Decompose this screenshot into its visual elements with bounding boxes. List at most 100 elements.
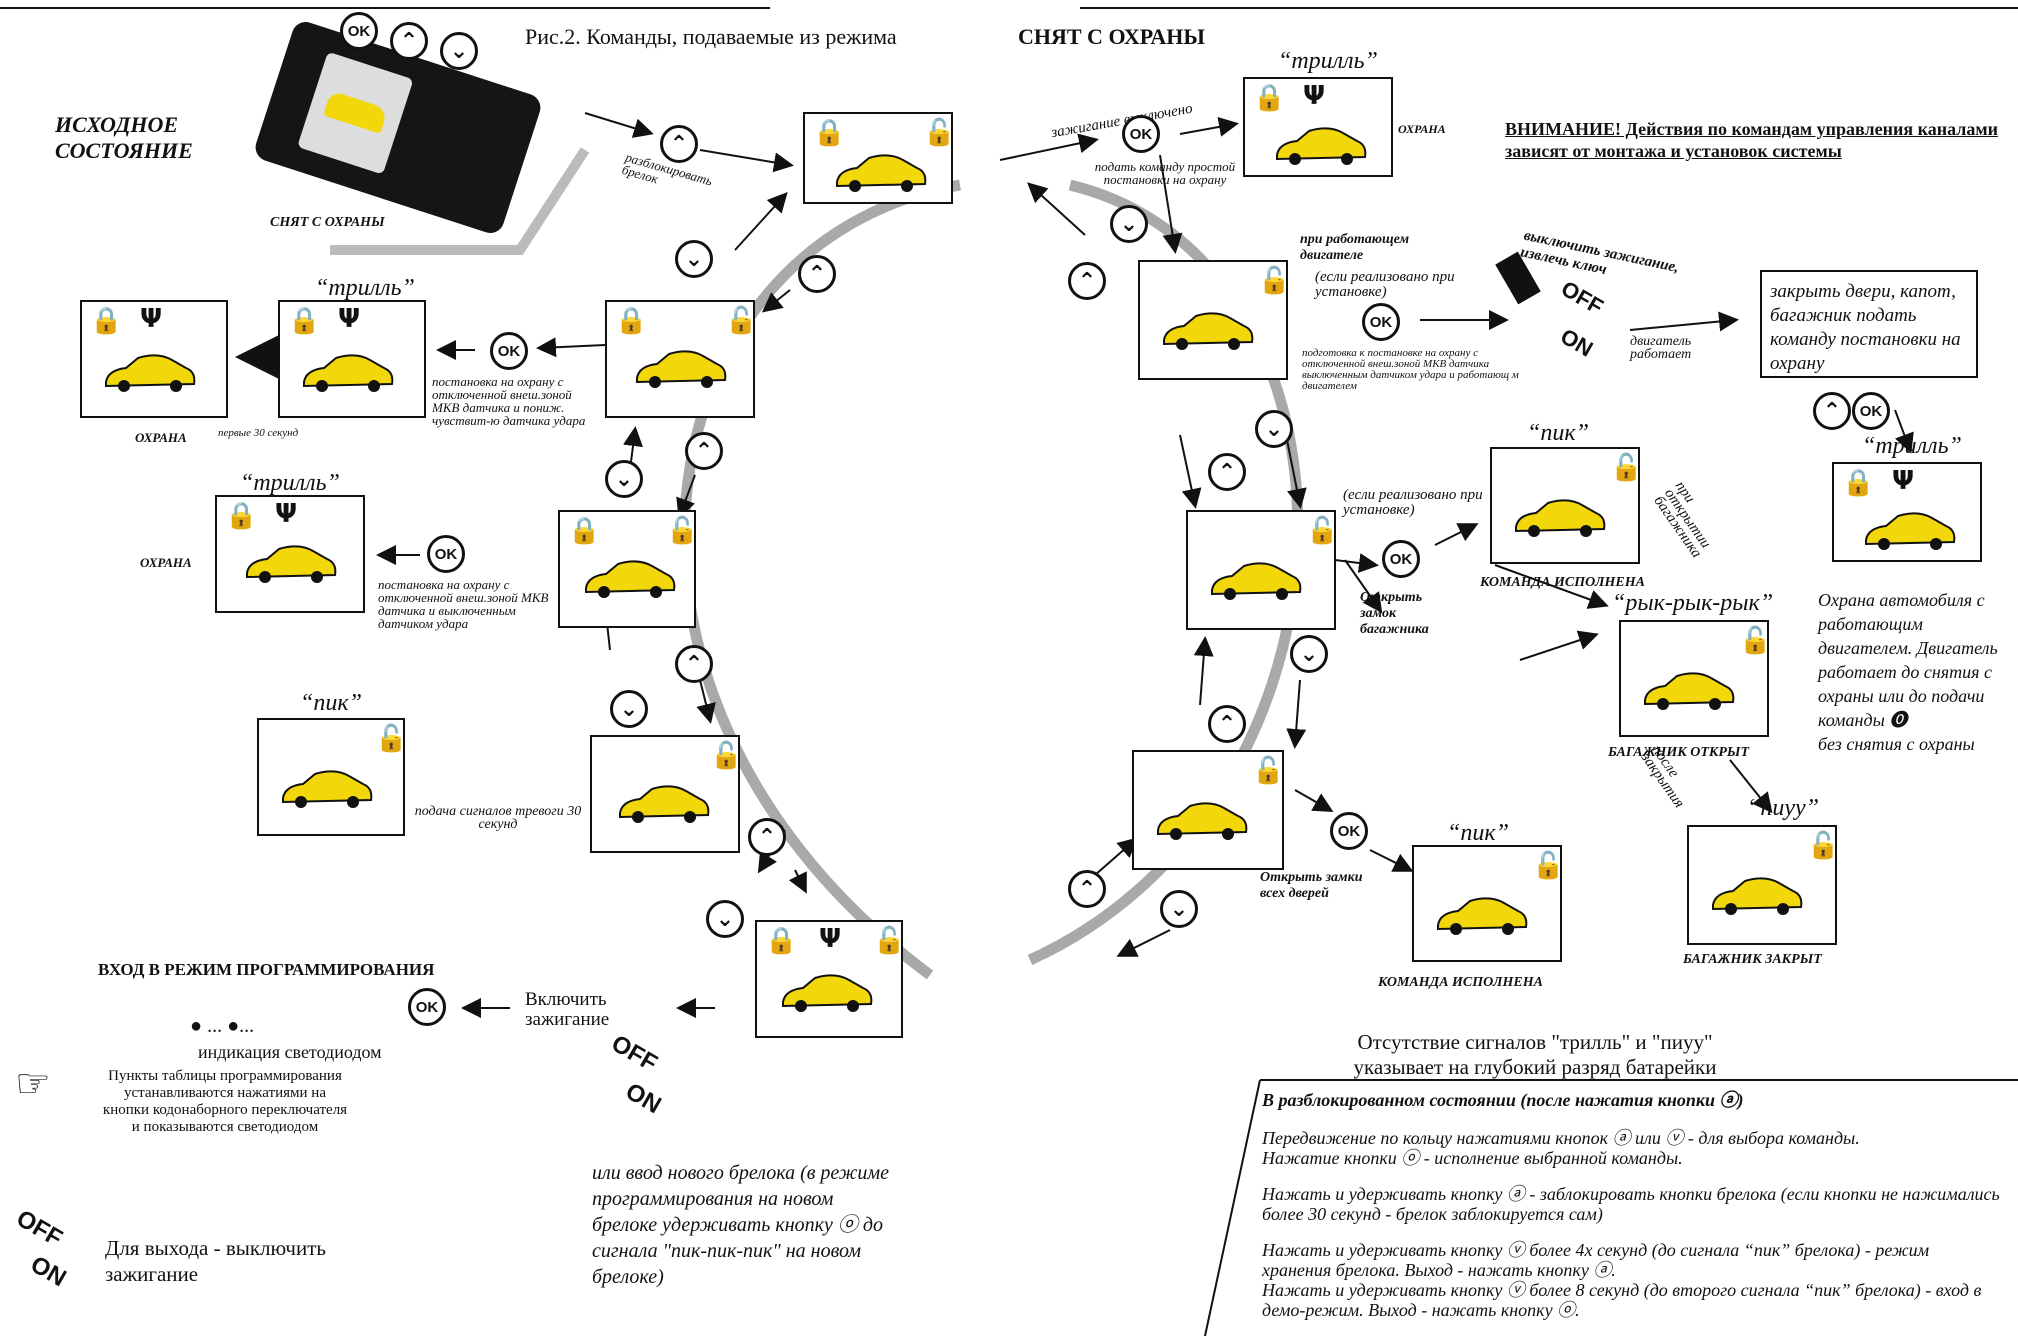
- arm-reduced-ok-button[interactable]: OK: [490, 332, 528, 370]
- lock-flash-icon: 🔒: [765, 926, 798, 956]
- ring-down-button-l2[interactable]: ⌄: [605, 460, 643, 498]
- fob-up-button[interactable]: ⌃: [390, 22, 428, 60]
- car-icon: [1276, 127, 1367, 165]
- close-doors-box: закрыть двери, капот, багажник подать ко…: [1760, 270, 1978, 378]
- arm-disabled-label: постановка на охрану с отключенной внеш.…: [378, 577, 549, 631]
- ring-down-button-l1[interactable]: ⌄: [675, 240, 713, 278]
- arm-disabled-ok-button[interactable]: OK: [427, 535, 465, 573]
- fob-state-label: СНЯТ С ОХРАНЫ: [270, 215, 385, 230]
- ring-down-button-r3[interactable]: ⌄: [1290, 635, 1328, 673]
- doors-ok-button[interactable]: OK: [1330, 812, 1368, 850]
- ring-up-button-r4[interactable]: ⌃: [1068, 870, 1106, 908]
- lock-icon: 🔒: [1253, 83, 1286, 113]
- car-icon: [1157, 802, 1248, 840]
- screen-cmd-done-doors: 🔓: [1412, 845, 1564, 962]
- ring-down-button-l3[interactable]: ⌄: [610, 690, 648, 728]
- fob-ok-button[interactable]: OK: [340, 12, 378, 50]
- screen-doors-cmd: 🔓: [1132, 750, 1284, 870]
- open-trunk-label: Открыть замок багажника: [1360, 590, 1429, 637]
- if-impl-label-2: (если реализовано при установке): [1343, 487, 1483, 518]
- unlock-icon: 🔓: [375, 724, 408, 754]
- if-impl-label-1: (если реализовано при установке): [1315, 269, 1455, 300]
- guard-running-buttons: ⓿: [1889, 710, 1908, 730]
- car-icon: [1644, 672, 1735, 710]
- exit-label: Для выхода - выключить зажигание: [105, 1236, 326, 1286]
- unlock-icon: 🔓: [923, 118, 956, 148]
- screen-trunk-closed: 🔓: [1687, 825, 1840, 945]
- guard-running-label: Охрана автомобиля с работающим двигателе…: [1818, 590, 1998, 730]
- ring-down-button-r4[interactable]: ⌄: [1160, 890, 1198, 928]
- ign-on-label: Включить зажигание: [525, 989, 610, 1030]
- ring-down-button-l4[interactable]: ⌄: [706, 900, 744, 938]
- cmd-done-label-2: КОМАНДА ИСПОЛНЕНА: [1378, 975, 1543, 990]
- screen-panic: 🔓: [590, 735, 742, 853]
- note-0: В разблокированном состоянии (после нажа…: [1262, 1090, 1744, 1110]
- ring-up-button-l2[interactable]: ⌃: [685, 432, 723, 470]
- unlock-icon: 🔓: [1610, 453, 1643, 483]
- ring-up-button-r3[interactable]: ⌃: [1208, 705, 1246, 743]
- alarm30-label: подача сигналов тревоги 30 секунд: [414, 804, 582, 832]
- screen-guard-disabled: 🔒 Ψ: [215, 495, 365, 613]
- prog-ok-button[interactable]: OK: [408, 988, 446, 1026]
- ring-up-button-l1[interactable]: ⌃: [798, 255, 836, 293]
- ring-up-button-l4[interactable]: ⌃: [748, 818, 786, 856]
- car-icon: [303, 354, 394, 392]
- car-icon: [636, 350, 727, 388]
- ring-up-button-r1[interactable]: ⌃: [1068, 262, 1106, 300]
- antenna-icon: Ψ: [1892, 466, 1915, 496]
- simple-arm-ok-button[interactable]: OK: [1122, 115, 1160, 153]
- new-fob-label: или ввод нового брелока (в режиме програ…: [592, 1162, 890, 1236]
- antenna-icon: Ψ: [140, 304, 163, 334]
- antenna-icon: Ψ: [819, 924, 842, 954]
- note-2: Нажатие кнопки ⓞ - исполнение выбранной …: [1262, 1148, 1683, 1168]
- engine-arm-ok-button[interactable]: OK: [1362, 303, 1400, 341]
- unlock-icon: 🔓: [1258, 266, 1291, 296]
- engine-guard-up-button[interactable]: ⌃: [1813, 392, 1851, 430]
- prog-items-label: Пункты таблицы программирования устанавл…: [102, 1068, 348, 1135]
- lock-icon: 🔒: [225, 501, 258, 531]
- screen-disarmed: 🔒 🔓: [803, 112, 956, 204]
- warning: ВНИМАНИЕ! Действия по командам управлени…: [1505, 119, 1998, 161]
- initial-state: ИСХОДНОЕ СОСТОЯНИЕ: [55, 112, 193, 163]
- unlock-icon: 🔓: [1739, 626, 1772, 656]
- screen-cmd-done-trunk: 🔓: [1490, 447, 1643, 564]
- without-disarm-label: без снятия с охраны: [1818, 734, 1975, 754]
- engine-works-label: двигатель работает: [1630, 334, 1692, 362]
- antenna-icon: Ψ: [275, 499, 298, 529]
- cmd-done-label-1: КОМАНДА ИСПОЛНЕНА: [1480, 575, 1645, 590]
- lock-icon: 🔒: [90, 306, 123, 336]
- unlock-icon: 🔓: [873, 926, 906, 956]
- no-signals-label: Отсутствие сигналов "трилль" и "пиуу" ук…: [1353, 1030, 1717, 1079]
- open-doors-label: Открыть замки всех дверей: [1260, 870, 1363, 901]
- hand-pointer-icon: ☞: [15, 1061, 51, 1106]
- antenna-icon: Ψ: [338, 304, 361, 334]
- prog-mode-title: ВХОД В РЕЖИМ ПРОГРАММИРОВАНИЯ: [98, 960, 435, 979]
- signal-piuu: “пиуу”: [1747, 795, 1819, 821]
- signal-pik-3: “пик”: [300, 690, 362, 716]
- signal-trill-2: “трилль”: [1862, 433, 1962, 459]
- note-3: Нажать и удерживать кнопку ⓐ - заблокиро…: [1262, 1184, 2000, 1224]
- unlock-icon: 🔓: [1306, 516, 1339, 546]
- engine-guard-ok-button[interactable]: OK: [1852, 392, 1890, 430]
- unlock-icon: 🔓: [1807, 831, 1840, 861]
- lock-icon: 🔒: [288, 306, 321, 336]
- screen-prog: 🔒 Ψ 🔓: [755, 920, 906, 1038]
- car-icon: [619, 785, 710, 823]
- ring-up-button-r2[interactable]: ⌃: [1208, 453, 1246, 491]
- fob-down-button[interactable]: ⌄: [440, 32, 478, 70]
- car-icon: [1515, 499, 1606, 537]
- note-1: Передвижение по кольцу нажатиями кнопок …: [1262, 1128, 1860, 1148]
- unlock-up-button[interactable]: ⌃: [660, 125, 698, 163]
- trunk-closed-label: БАГАЖНИК ЗАКРЫТ: [1683, 952, 1822, 967]
- prep-arm-label: подготовка к постановке на охрану с откл…: [1302, 347, 1519, 392]
- trunk-ok-button[interactable]: OK: [1382, 540, 1420, 578]
- signal-pik-1: “пик”: [1527, 420, 1589, 446]
- car-icon: [1712, 877, 1803, 915]
- ring-down-button-r2[interactable]: ⌄: [1255, 410, 1293, 448]
- screen-arm-disabled: 🔒 🔓: [558, 510, 698, 628]
- signal-trill-3: “трилль”: [315, 275, 415, 301]
- guard-running-text: Охрана автомобиля с работающим двигателе…: [1818, 588, 2018, 756]
- ring-up-button-l3[interactable]: ⌃: [675, 645, 713, 683]
- ring-down-button-r1[interactable]: ⌄: [1110, 205, 1148, 243]
- screen-trunk-open-cmd: 🔓: [1186, 510, 1339, 630]
